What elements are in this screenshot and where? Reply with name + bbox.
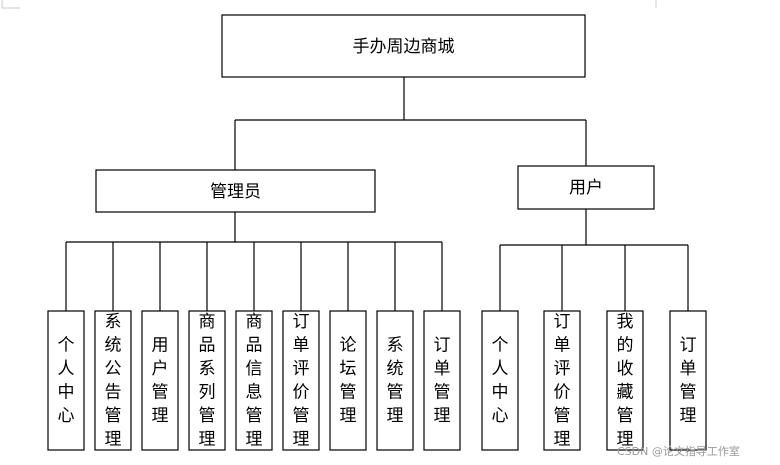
leaf-node-user-4: 订单管理 bbox=[669, 245, 707, 451]
leaf-label: 订单评价管理 bbox=[293, 312, 310, 450]
leaf-node-user-1: 个人中心 bbox=[481, 245, 519, 451]
watermark: CSDN @论文指导工作室 bbox=[617, 444, 740, 458]
leaf-label: 订单评价管理 bbox=[554, 312, 571, 450]
leaf-box bbox=[329, 310, 367, 451]
leaf-box bbox=[94, 310, 132, 451]
leaf-label: 论坛管理 bbox=[340, 336, 357, 427]
leaf-label: 系统公告管理 bbox=[105, 312, 122, 450]
branch-node-user: 用户 bbox=[517, 165, 655, 210]
leaf-box bbox=[543, 310, 581, 451]
leaf-node-admin-1: 个人中心 bbox=[47, 242, 85, 451]
leaf-node-admin-6: 订单评价管理 bbox=[282, 242, 320, 451]
leaf-box bbox=[47, 310, 85, 451]
leaf-label: 系统管理 bbox=[387, 336, 404, 427]
leaf-label: 商品系列管理 bbox=[199, 312, 216, 450]
leaf-label: 订单管理 bbox=[680, 336, 697, 427]
user-children: 个人中心 订单评价管理 我的收藏管理 订单管理 bbox=[481, 245, 707, 451]
branch-node-admin: 管理员 bbox=[95, 169, 376, 213]
admin-children: 个人中心 系统公告管理 用户管理 商品系列管理 商品信息管理 订单评价管理 论坛管理 系统管理… bbox=[47, 242, 461, 451]
leaf-box bbox=[481, 310, 519, 451]
leaf-node-admin-9: 订单管理 bbox=[423, 242, 461, 451]
root-node: 手办周边商城 bbox=[221, 14, 586, 78]
leaf-node-admin-2: 系统公告管理 bbox=[94, 242, 132, 451]
leaf-box bbox=[188, 310, 226, 451]
leaf-label: 我的收藏管理 bbox=[617, 312, 634, 450]
leaf-label: 用户管理 bbox=[152, 336, 169, 427]
leaf-node-user-2: 订单评价管理 bbox=[543, 245, 581, 451]
leaf-label: 商品信息管理 bbox=[246, 312, 263, 450]
leaf-node-admin-7: 论坛管理 bbox=[329, 242, 367, 451]
leaf-label: 个人中心 bbox=[58, 336, 75, 427]
leaf-label: 个人中心 bbox=[492, 336, 509, 427]
leaf-node-admin-5: 商品信息管理 bbox=[235, 242, 273, 451]
leaf-node-admin-3: 用户管理 bbox=[141, 242, 179, 451]
leaf-box bbox=[423, 310, 461, 451]
leaf-box bbox=[141, 310, 179, 451]
leaf-box bbox=[669, 310, 707, 451]
branch-label-user: 用户 bbox=[569, 178, 603, 198]
leaf-node-admin-4: 商品系列管理 bbox=[188, 242, 226, 451]
leaf-label: 订单管理 bbox=[434, 336, 451, 427]
leaf-node-admin-8: 系统管理 bbox=[376, 242, 414, 451]
branch-label-admin: 管理员 bbox=[210, 182, 261, 202]
leaf-box bbox=[282, 310, 320, 451]
corner-mark-left bbox=[1, 0, 20, 9]
leaf-box bbox=[606, 310, 644, 451]
leaf-box bbox=[235, 310, 273, 451]
leaf-node-user-3: 我的收藏管理 bbox=[606, 245, 644, 451]
root-label: 手办周边商城 bbox=[353, 37, 455, 57]
leaf-box bbox=[376, 310, 414, 451]
